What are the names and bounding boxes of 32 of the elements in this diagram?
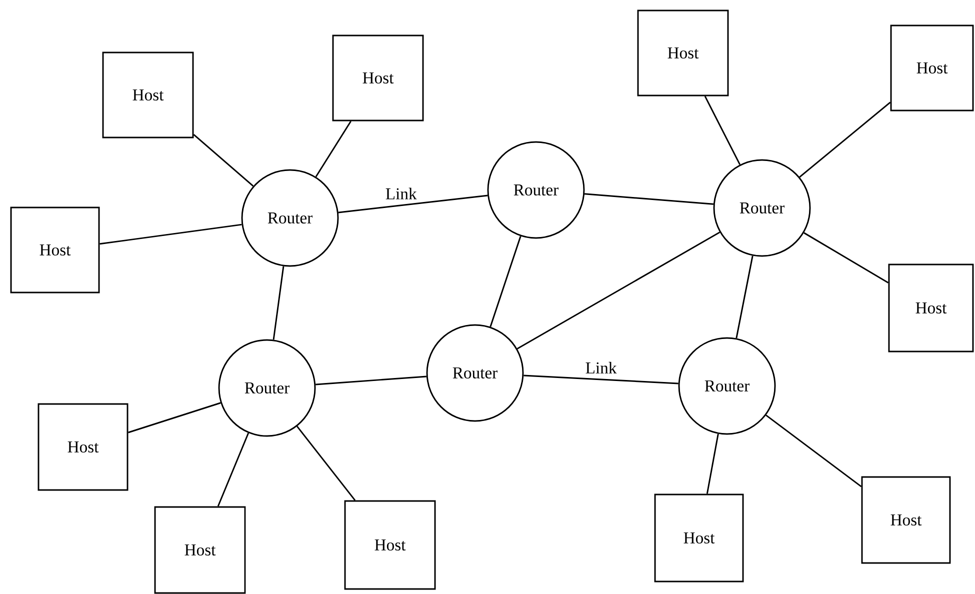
link-line	[766, 414, 862, 488]
host-box: Host	[861, 476, 951, 564]
link-line	[804, 232, 889, 284]
link-line	[704, 96, 741, 165]
host-box: Host	[890, 24, 974, 112]
host-box: Host	[102, 52, 194, 138]
link-line	[490, 236, 522, 327]
host-box: Host	[888, 264, 974, 352]
host-box: Host	[38, 403, 128, 491]
link-line	[706, 434, 719, 494]
link-line	[524, 374, 678, 384]
link-line	[799, 102, 891, 178]
link-line	[100, 224, 242, 245]
link-line	[296, 426, 356, 501]
host-box: Host	[637, 10, 729, 96]
link-line	[315, 120, 352, 178]
link-line	[128, 402, 221, 434]
link-line	[316, 376, 426, 386]
link-line	[584, 193, 714, 205]
link-line	[338, 194, 488, 214]
link-line	[516, 232, 720, 350]
edge-label: Link	[386, 188, 417, 200]
link-line	[736, 256, 754, 338]
link-line	[193, 134, 254, 187]
host-box: Host	[654, 494, 744, 582]
host-box: Host	[332, 34, 424, 122]
edge-label: Link	[586, 362, 617, 374]
link-line	[217, 432, 250, 507]
link-line	[272, 266, 284, 340]
host-box: Host	[344, 500, 436, 590]
host-box: Host	[10, 206, 100, 294]
host-box: Host	[154, 506, 246, 594]
